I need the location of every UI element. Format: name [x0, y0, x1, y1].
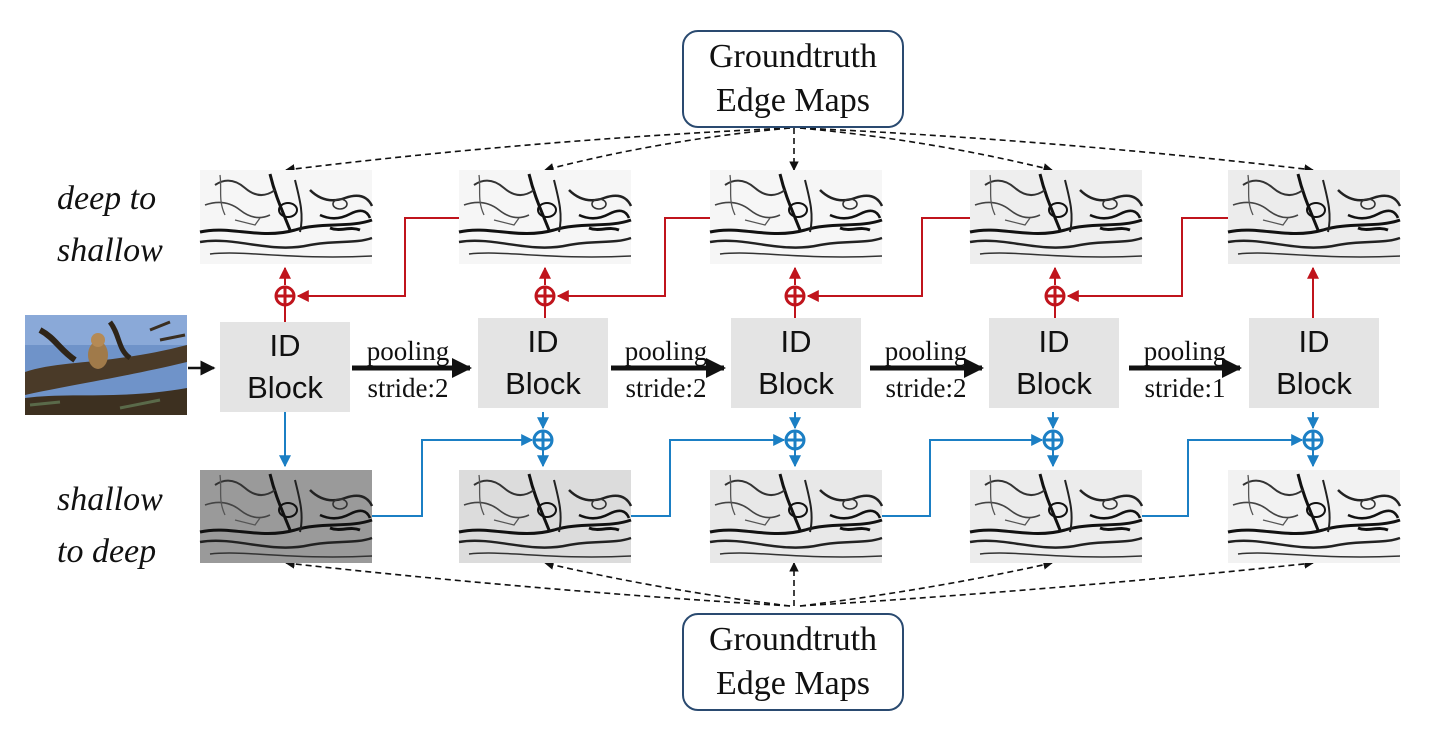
blue-add-icon-4 — [1302, 429, 1324, 451]
blue-adders — [532, 429, 1324, 451]
blue-add-icon-2 — [784, 429, 806, 451]
groundtruth-top-line2: Edge Maps — [716, 82, 870, 119]
groundtruth-bottom-line2: Edge Maps — [716, 665, 870, 702]
bottom-edge-map-4 — [968, 470, 1144, 563]
groundtruth-bottom-box: Groundtruth Edge Maps — [682, 613, 904, 711]
stride-label-1: stride:2 — [367, 373, 449, 403]
id-block-2-line1: ID — [527, 324, 559, 359]
deep-to-shallow-label: deep to shallow — [57, 173, 163, 277]
input-image — [25, 315, 187, 415]
id-block-3-line2: Block — [758, 366, 834, 401]
id-block-2: ID Block — [478, 318, 608, 408]
red-adders — [274, 285, 1066, 307]
pooling-label-4: pooling — [1143, 336, 1227, 366]
stride-label-3: stride:2 — [885, 373, 967, 403]
id-block-1-line2: Block — [247, 370, 323, 405]
id-block-4: ID Block — [989, 318, 1119, 408]
blue-paths — [279, 412, 1319, 517]
red-add-icon-4 — [1044, 285, 1066, 307]
bottom-edge-map-5 — [1226, 470, 1402, 563]
id-block-1-line1: ID — [269, 328, 301, 363]
id-block-4-line1: ID — [1038, 324, 1070, 359]
red-add-icon-2 — [534, 285, 556, 307]
bottom-supervision-arrows — [285, 559, 1314, 607]
top-edge-map-2 — [457, 170, 633, 264]
groundtruth-bottom-line1: Groundtruth — [708, 621, 878, 658]
pooling-label-1: pooling — [366, 336, 450, 366]
groundtruth-top-line1: Groundtruth — [708, 38, 878, 75]
pooling-label-3: pooling — [884, 336, 968, 366]
id-block-3-line1: ID — [780, 324, 812, 359]
top-edge-map-3 — [708, 170, 884, 264]
id-block-5-line1: ID — [1298, 324, 1330, 359]
bottom-edge-map-1 — [198, 470, 374, 563]
bottom-edge-map-3 — [708, 470, 884, 563]
red-add-icon-3 — [784, 285, 806, 307]
stride-label-4: stride:1 — [1144, 373, 1226, 403]
id-block-4-line2: Block — [1016, 366, 1092, 401]
deep-to-shallow-line1: deep to — [57, 180, 157, 217]
deep-to-shallow-line2: shallow — [57, 232, 163, 269]
id-block-3: ID Block — [731, 318, 861, 408]
shallow-to-deep-label: shallow to deep — [57, 474, 163, 578]
blue-add-icon-1 — [532, 429, 554, 451]
id-block-5: ID Block — [1249, 318, 1379, 408]
red-add-icon-1 — [274, 285, 296, 307]
top-edge-map-1 — [198, 170, 374, 264]
stride-label-2: stride:2 — [625, 373, 707, 403]
id-block-1: ID Block — [220, 322, 350, 412]
pooling-label-2: pooling — [624, 336, 708, 366]
bottom-edge-map-2 — [457, 470, 633, 563]
id-block-5-line2: Block — [1276, 366, 1352, 401]
top-edge-map-4 — [968, 170, 1144, 264]
shallow-to-deep-line1: shallow — [57, 481, 163, 518]
red-paths — [279, 217, 1319, 322]
blue-add-icon-3 — [1042, 429, 1064, 451]
top-supervision-arrows — [285, 127, 1314, 174]
id-block-2-line2: Block — [505, 366, 581, 401]
top-edge-map-5 — [1226, 170, 1402, 264]
shallow-to-deep-line2: to deep — [57, 533, 157, 570]
groundtruth-top-box: Groundtruth Edge Maps — [682, 30, 904, 128]
